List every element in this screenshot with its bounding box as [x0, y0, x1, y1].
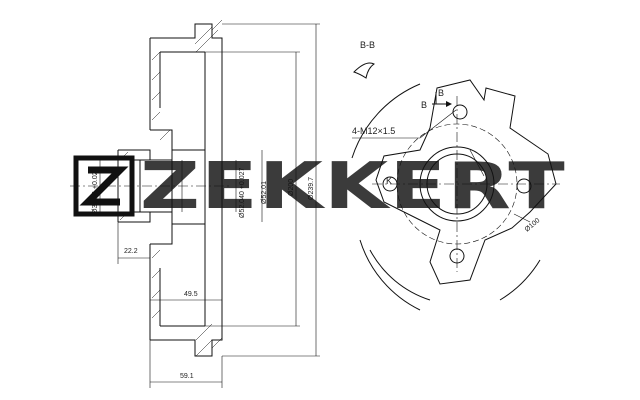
- outer-diameter-label: Ø239.7: [308, 177, 315, 200]
- section-hatching: [119, 19, 223, 357]
- drum-section-view: Ø39.84 +0.027 Ø52.040 +0.027 Ø52.01 Ø200…: [70, 19, 320, 388]
- watermark-logo-icon: [73, 155, 135, 217]
- thread-callout: 4-M12×1.5: [352, 126, 395, 136]
- section-marker-b1: B: [421, 100, 427, 110]
- watermark-brand: ZEKKERT: [140, 150, 566, 224]
- drum-depth-label: 49.5: [184, 291, 198, 298]
- section-title: B-B: [360, 40, 375, 50]
- brand-watermark: ZEKKERT: [73, 150, 566, 224]
- pilot-diameter-label-2: Ø52.01: [261, 181, 268, 204]
- drum-diameter-label: Ø200: [288, 179, 295, 196]
- k-label: K: [386, 176, 392, 186]
- pilot-diameter-label-1: Ø52.040 +0.027: [239, 167, 246, 218]
- total-depth-label: 59.1: [180, 373, 194, 380]
- section-detail-icon: [353, 62, 375, 79]
- hub-depth-label: 22.2: [124, 248, 138, 255]
- hub-front-view: B B 4-M12×1.5 K Ø100: [351, 79, 560, 311]
- section-marker-b2: B: [438, 88, 444, 98]
